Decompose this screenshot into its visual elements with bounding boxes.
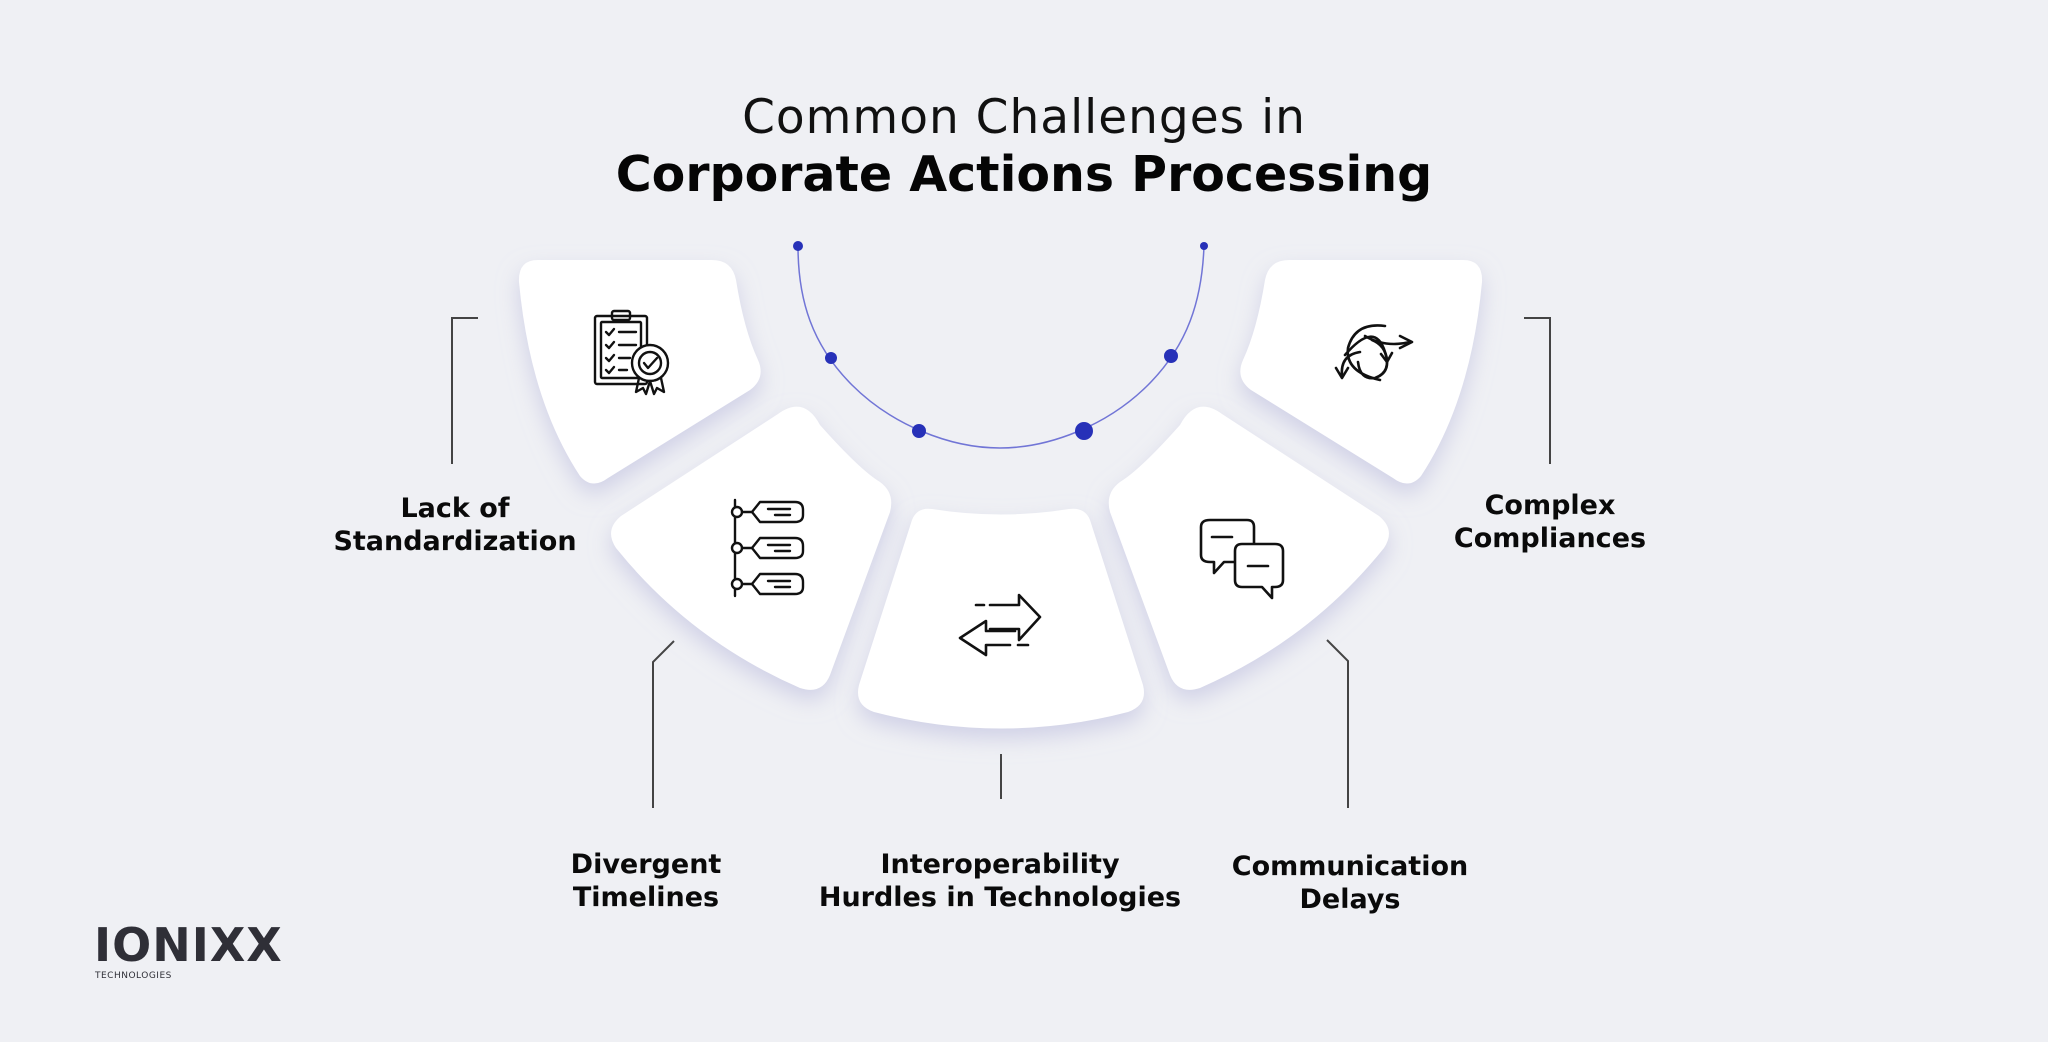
tangled-arrows-icon bbox=[1334, 324, 1414, 382]
label-line: Timelines bbox=[572, 882, 720, 913]
connector-comm bbox=[1326, 639, 1349, 808]
timeline-flow-icon bbox=[730, 498, 805, 598]
label-lack-of-standardization: Lack of Standardization bbox=[300, 492, 610, 558]
clipboard-checklist-icon bbox=[593, 309, 670, 396]
arc-dot-4 bbox=[1075, 422, 1093, 440]
logo: IONIXX bbox=[94, 918, 283, 972]
title-line1: Common Challenges in bbox=[742, 90, 1306, 145]
label-line: Complex bbox=[1484, 490, 1616, 521]
label-interoperability-hurdles: Interoperability Hurdles in Technologies bbox=[780, 848, 1220, 914]
arc-dot-2 bbox=[825, 352, 837, 364]
label-line: Delays bbox=[1299, 884, 1401, 915]
label-line: Divergent bbox=[570, 849, 722, 880]
logo-subtext: TECHNOLOGIES bbox=[95, 971, 172, 981]
arc-dot-6 bbox=[1200, 242, 1208, 250]
swap-arrows-icon bbox=[958, 593, 1042, 657]
label-line: Standardization bbox=[333, 526, 577, 557]
arc-dot-5 bbox=[1164, 349, 1178, 363]
label-line: Interoperability bbox=[880, 849, 1120, 880]
label-divergent-timelines: Divergent Timelines bbox=[496, 848, 796, 914]
connector-lack bbox=[451, 317, 478, 464]
label-communication-delays: Communication Delays bbox=[1190, 850, 1510, 916]
connectors bbox=[451, 317, 1551, 808]
connector-divergent bbox=[652, 640, 675, 808]
chat-bubbles-icon bbox=[1199, 518, 1285, 600]
arc-dot-3 bbox=[912, 424, 926, 438]
arc-dot-1 bbox=[793, 241, 803, 251]
card-interop bbox=[858, 508, 1144, 729]
label-line: Communication bbox=[1231, 851, 1469, 882]
label-line: Hurdles in Technologies bbox=[818, 882, 1182, 913]
title-line2: Corporate Actions Processing bbox=[615, 146, 1433, 203]
label-complex-compliances: Complex Compliances bbox=[1400, 489, 1700, 555]
label-line: Compliances bbox=[1453, 523, 1647, 554]
center-arc bbox=[793, 241, 1208, 449]
connector-complex bbox=[1524, 317, 1551, 464]
label-line: Lack of bbox=[400, 493, 510, 524]
